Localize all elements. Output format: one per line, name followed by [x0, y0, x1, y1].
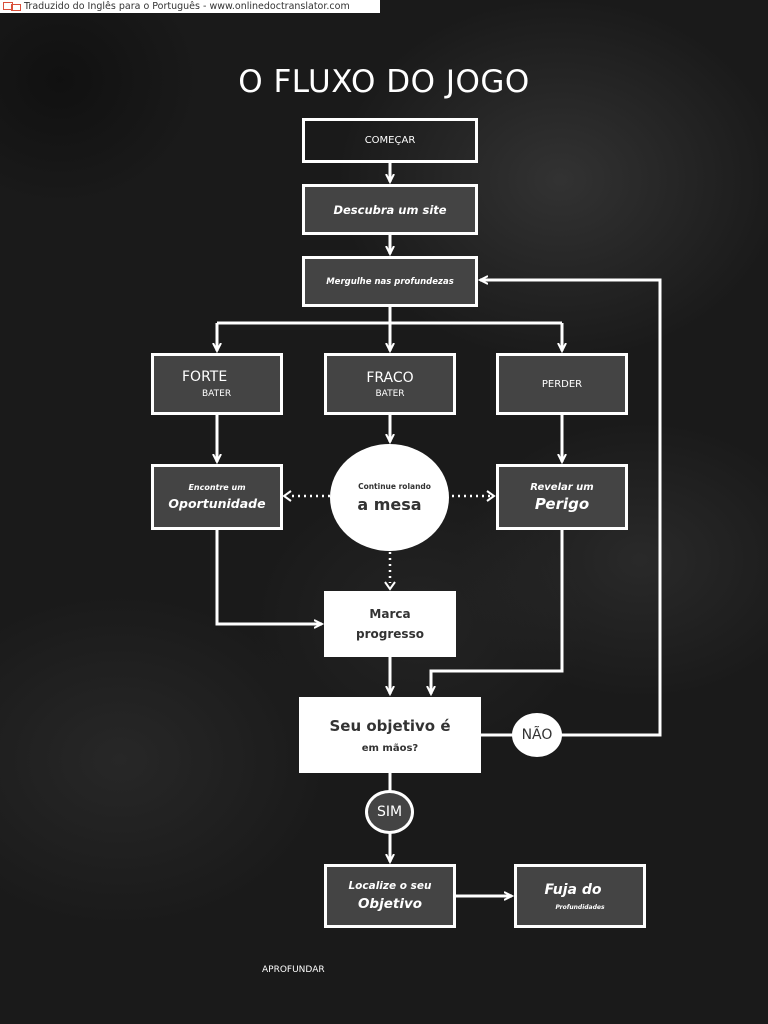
- translator-logo-icon: [3, 1, 21, 11]
- arrow-no-loop: [480, 280, 662, 737]
- node-strong-line2: BATER: [202, 389, 232, 399]
- node-dive-depths: Mergulhe nas profundezas: [302, 256, 478, 307]
- node-table-line1: Continue rolando: [358, 481, 431, 491]
- node-escape-line1: Fuja do: [544, 881, 602, 898]
- translator-banner-text: Traduzido do Inglês para o Português - w…: [24, 1, 350, 12]
- node-opportunity-line2: Oportunidade: [168, 496, 266, 511]
- decision-no-label: NÃO: [521, 727, 553, 743]
- node-mark-progress: Marca progresso: [324, 591, 456, 657]
- node-lose: PERDER: [496, 353, 628, 415]
- node-locate-objective: Localize o seu Objetivo: [324, 864, 456, 928]
- page-title: O FLUXO DO JOGO: [238, 64, 530, 100]
- node-weak-hit: FRACO BATER: [324, 353, 456, 415]
- node-start-label: COMEÇAR: [364, 135, 416, 146]
- node-locate-line2: Objetivo: [357, 896, 423, 912]
- node-start: COMEÇAR: [302, 118, 478, 163]
- node-locate-line1: Localize o seu: [348, 880, 432, 892]
- node-discover-label: Descubra um site: [333, 202, 447, 217]
- node-progress-line2: progresso: [356, 627, 424, 641]
- branch-line: [217, 305, 562, 325]
- node-danger-line2: Perigo: [534, 494, 590, 513]
- node-keep-rolling-table: Continue rolando a mesa: [330, 444, 449, 551]
- node-danger: Revelar um Perigo: [496, 464, 628, 530]
- node-dive-label: Mergulhe nas profundezas: [326, 276, 454, 287]
- arrow-danger-goal: [431, 528, 564, 694]
- node-weak-line1: FRACO: [366, 369, 414, 386]
- decision-yes-label: SIM: [376, 804, 403, 820]
- node-strong-hit: FORTE BATER: [151, 353, 283, 415]
- node-goal-in-hand: Seu objetivo é em mãos?: [299, 697, 481, 773]
- node-escape-line2: Profundidades: [555, 903, 605, 911]
- node-escape-depths: Fuja do Profundidades: [514, 864, 646, 928]
- translator-banner[interactable]: Traduzido do Inglês para o Português - w…: [0, 0, 380, 13]
- node-opportunity-line1: Encontre um: [188, 483, 246, 492]
- node-strong-line1: FORTE: [182, 369, 228, 385]
- node-discover-site: Descubra um site: [302, 184, 478, 235]
- node-danger-line1: Revelar um: [530, 481, 594, 493]
- node-goal-line2: em mãos?: [361, 742, 419, 754]
- node-lose-label: PERDER: [541, 378, 583, 390]
- decision-yes: SIM: [365, 790, 414, 834]
- node-weak-line2: BATER: [375, 388, 405, 399]
- node-opportunity: Encontre um Oportunidade: [151, 464, 283, 530]
- arrow-opportunity-progress: [215, 528, 322, 624]
- node-progress-line1: Marca: [369, 607, 411, 621]
- decision-no: NÃO: [512, 713, 562, 757]
- node-table-line2: a mesa: [357, 494, 422, 514]
- node-goal-line1: Seu objetivo é: [329, 716, 451, 735]
- footer-label: APROFUNDAR: [262, 965, 325, 975]
